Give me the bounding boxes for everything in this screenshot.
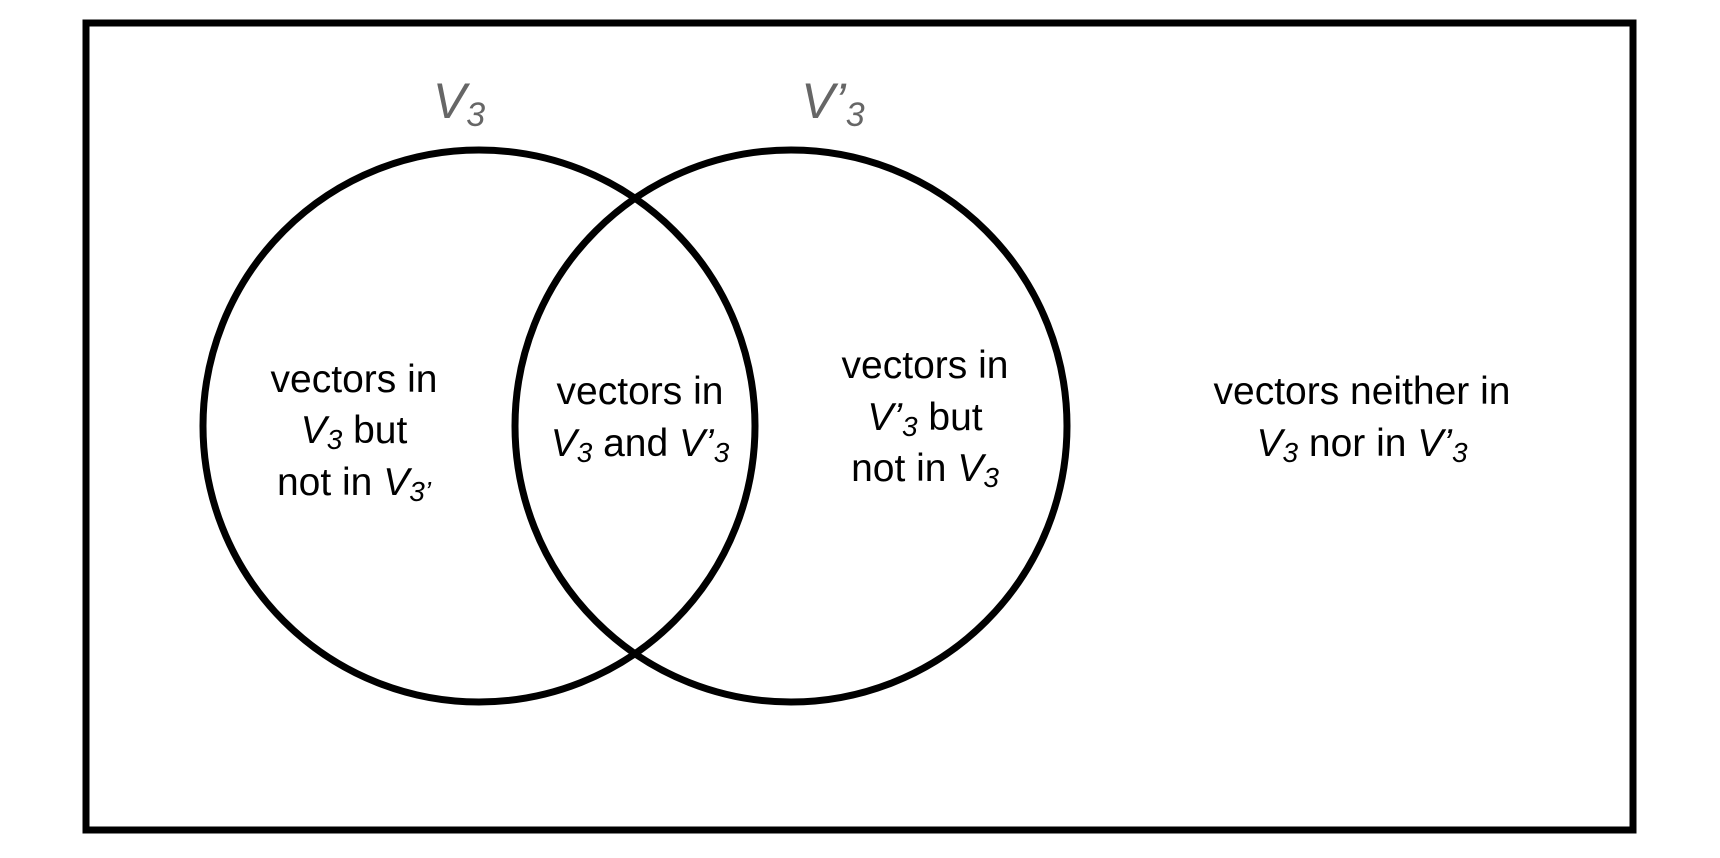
left-only-line-1: vectors in [271,358,438,401]
region-right-only-label: vectors in V’3 but not in V3 [842,344,1009,493]
right-only-line-2: V’3 but [867,396,982,442]
intersection-line-2: V3 and V’3 [551,422,730,468]
left-only-line-2: V3 but [301,409,408,455]
region-left-only-label: vectors in V3 but not in V3’ [271,358,438,507]
intersection-line-1: vectors in [557,370,724,413]
left-only-line-3: not in V3’ [277,461,432,507]
set-v3-circle [199,146,759,706]
region-intersection-label: vectors in V3 and V’3 [551,370,730,468]
neither-line-2: V3 nor in V’3 [1256,422,1468,468]
right-only-line-1: vectors in [842,344,1009,387]
neither-line-1: vectors neither in [1214,370,1511,413]
set-v3-prime-label: V’3 [801,73,864,134]
right-only-line-3: not in V3 [851,447,999,493]
universe-rectangle [82,19,1637,834]
set-v3-prime-circle [511,146,1071,706]
region-neither-label: vectors neither in V3 nor in V’3 [1214,370,1511,468]
set-v3-label: V3 [433,73,485,134]
